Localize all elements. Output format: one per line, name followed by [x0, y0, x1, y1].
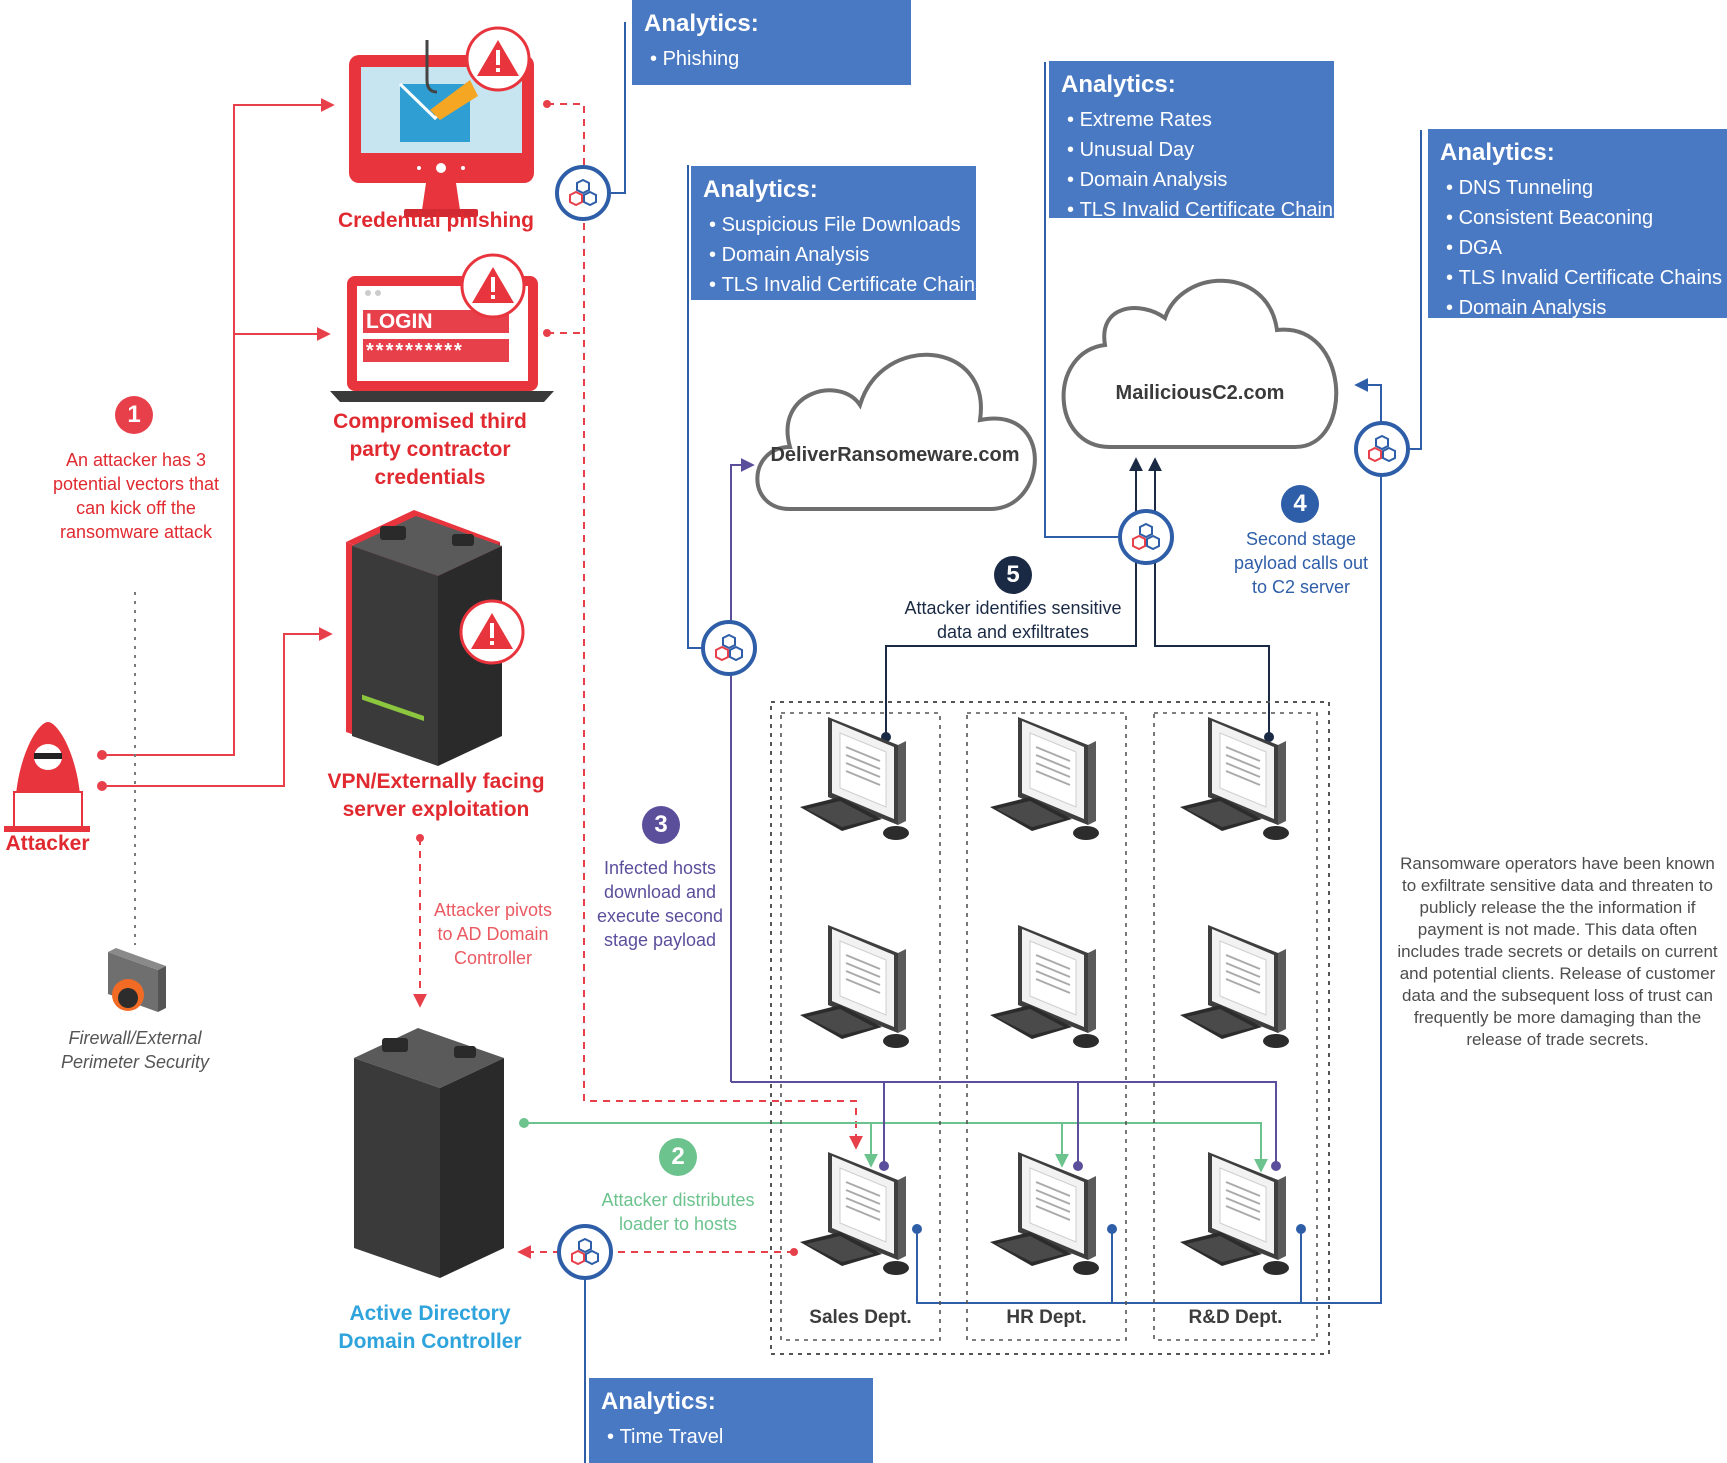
attack-vector-lines — [102, 98, 335, 787]
warning-icon — [459, 599, 525, 665]
warning-icon — [460, 253, 526, 319]
workstation — [799, 716, 910, 841]
analytics-item: TLS Invalid Certificate Chains — [1446, 263, 1722, 293]
analytics-box-downloads: Analytics: Suspicious File Downloads Dom… — [691, 166, 985, 300]
step-5-badge: 5 — [994, 556, 1032, 594]
analytics-item: Domain Analysis — [1067, 165, 1320, 195]
analytics-item: Time Travel — [607, 1422, 859, 1452]
analytics-item: TLS Invalid Certificate Chains — [1067, 195, 1343, 225]
analytics-item: Extreme Rates — [1067, 105, 1320, 135]
analytics-title: Analytics: — [601, 1388, 716, 1415]
step-2-text: Attacker distributes loader to hosts — [601, 1190, 755, 1234]
step-2-badge: 2 — [659, 1138, 697, 1176]
workstation — [989, 716, 1100, 841]
credential-phishing-label: Credential phishing — [337, 209, 534, 232]
workstation — [1179, 924, 1290, 1049]
workstation — [989, 1151, 1100, 1276]
office-network-boundary — [770, 701, 1330, 1355]
analytics-item: Unusual Day — [1067, 135, 1320, 165]
exfiltration-note: Ransomware operators have been known to … — [1397, 854, 1718, 1049]
analytics-item: Domain Analysis — [1446, 293, 1713, 323]
analytics-item: DGA — [1446, 233, 1713, 263]
department-label-hr: HR Dept. — [1006, 1307, 1087, 1328]
workstation — [1179, 1151, 1290, 1276]
attacker-icon — [4, 722, 90, 832]
loader-distribution-lines — [524, 1122, 1268, 1173]
deliver-ransomware-cloud — [755, 352, 1037, 511]
step-3-text: Infected hosts download and execute seco… — [596, 858, 724, 950]
active-directory-server — [354, 1028, 504, 1278]
phishing-path — [413, 103, 863, 1259]
malicious-c2-cloud — [1061, 278, 1339, 449]
attacker-vector-dot — [97, 781, 107, 791]
analytics-item: DNS Tunneling — [1446, 173, 1713, 203]
step-5-text: Attacker identifies sensitive data and e… — [904, 598, 1122, 642]
firewall-label: Firewall/External Perimeter Security — [60, 1028, 210, 1072]
step-4-badge: 4 — [1281, 485, 1319, 523]
warning-icon — [465, 26, 531, 92]
analytics-node — [1354, 421, 1410, 477]
department-label-rd: R&D Dept. — [1188, 1307, 1283, 1328]
workstation — [799, 1151, 910, 1276]
rack-leds — [362, 694, 424, 721]
step-4-text: Second stage payload calls out to C2 ser… — [1233, 529, 1369, 597]
analytics-node — [1118, 509, 1174, 565]
analytics-item: Phishing — [650, 44, 897, 74]
firewall-icon — [108, 948, 166, 1012]
analytics-title: Analytics: — [1061, 71, 1176, 98]
login-text: LOGIN — [366, 310, 433, 333]
workstation — [799, 924, 910, 1049]
step-3-badge: 3 — [642, 806, 680, 844]
analytics-item: TLS Invalid Certificate Chains — [709, 270, 985, 300]
analytics-box-phishing: Analytics: Phishing — [632, 0, 911, 85]
attacker-vector-dot — [97, 750, 107, 760]
analytics-item: Domain Analysis — [709, 240, 962, 270]
analytics-node — [701, 620, 757, 676]
analytics-node — [555, 165, 611, 221]
department-label-sales: Sales Dept. — [809, 1307, 912, 1328]
analytics-title: Analytics: — [644, 10, 759, 37]
analytics-title: Analytics: — [1440, 139, 1555, 166]
active-directory-label: Active Directory Domain Controller — [338, 1302, 522, 1353]
vpn-exploitation-label: VPN/Externally facing server exploitatio… — [327, 770, 545, 821]
analytics-box-rates: Analytics: Extreme Rates Unusual Day Dom… — [1049, 61, 1343, 221]
workstations — [799, 716, 1290, 1276]
payload-download-lines — [730, 458, 1277, 1166]
pivot-text: Attacker pivots to AD Domain Controller — [433, 900, 553, 968]
malicious-c2-domain: MailiciousC2.com — [1115, 382, 1285, 404]
deliver-ransomware-domain: DeliverRansomeware.com — [770, 444, 1020, 466]
step-1-text: An attacker has 3 potential vectors that… — [52, 450, 220, 542]
analytics-title: Analytics: — [703, 176, 818, 203]
analytics-connectors — [584, 22, 1422, 1463]
c2-callout-lines — [916, 378, 1382, 1304]
password-mask: ********** — [366, 340, 464, 362]
compromised-contractor-label: Compromised third party contractor crede… — [333, 410, 527, 489]
analytics-box-timetravel: Analytics: Time Travel — [589, 1378, 873, 1463]
analytics-box-dns: Analytics: DNS Tunneling Consistent Beac… — [1428, 129, 1727, 319]
analytics-item: Suspicious File Downloads — [709, 210, 962, 240]
analytics-item: Consistent Beaconing — [1446, 203, 1713, 233]
step-1-badge: 1 — [115, 396, 153, 434]
workstation — [989, 924, 1100, 1049]
vpn-server — [346, 510, 502, 766]
attacker-label: Attacker — [5, 832, 90, 855]
phishing-monitor — [349, 40, 534, 217]
